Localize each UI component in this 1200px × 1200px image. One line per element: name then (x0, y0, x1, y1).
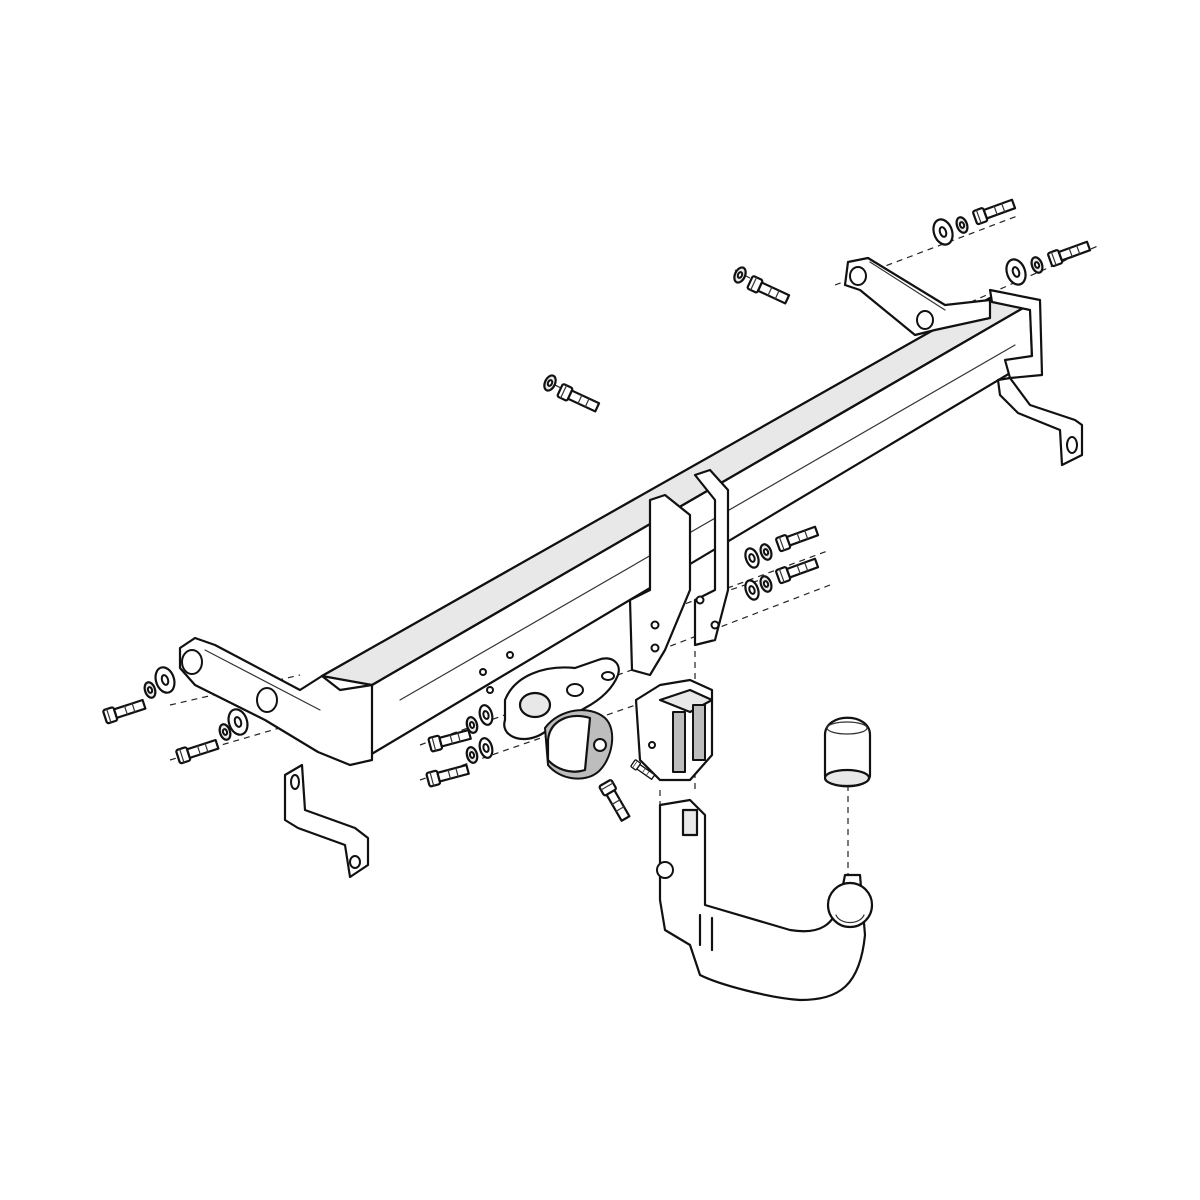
nut (141, 679, 159, 701)
nut (757, 541, 775, 563)
tow-ball (826, 881, 874, 929)
bolt (597, 778, 633, 824)
nut (1028, 254, 1046, 276)
left-mounting-bracket (178, 636, 374, 767)
washer (476, 735, 496, 761)
washer (741, 545, 763, 571)
washer (741, 577, 763, 603)
nut (730, 264, 750, 286)
bolt (1046, 238, 1093, 268)
bolt (101, 696, 148, 725)
nut (486, 686, 494, 694)
nut (757, 573, 775, 595)
bolt (971, 196, 1018, 226)
ball-receiver-socket (634, 678, 714, 782)
socket-holder-bracket (503, 657, 620, 741)
bolt (774, 523, 821, 553)
fastener-set-left-lower (174, 705, 252, 765)
washer (928, 215, 958, 249)
nut (540, 372, 560, 394)
bolt (174, 736, 221, 765)
fastener-set-left-upper (101, 663, 179, 725)
fastener-set-right-upper (928, 196, 1093, 289)
right-mounting-bracket (843, 256, 992, 337)
bolt (745, 274, 792, 307)
fastener-set-center-right (741, 523, 821, 603)
nut (506, 651, 514, 659)
bolt (555, 382, 602, 415)
fastener-set-socket (479, 651, 657, 824)
center-hitch-plate (628, 468, 730, 677)
washer (1001, 255, 1031, 289)
bolt (774, 555, 821, 585)
nut (463, 744, 481, 766)
washer (476, 702, 496, 728)
bolt (425, 761, 471, 788)
nut (953, 214, 971, 236)
bolt (427, 726, 473, 753)
nut (479, 668, 487, 676)
tow-ball-cover-cap (823, 716, 872, 788)
right-lower-bracket (996, 376, 1084, 467)
fastener-set-top (540, 264, 792, 415)
detachable-tow-ball-neck (656, 798, 867, 1002)
left-lower-bracket (283, 763, 370, 879)
electrical-socket (544, 709, 614, 780)
